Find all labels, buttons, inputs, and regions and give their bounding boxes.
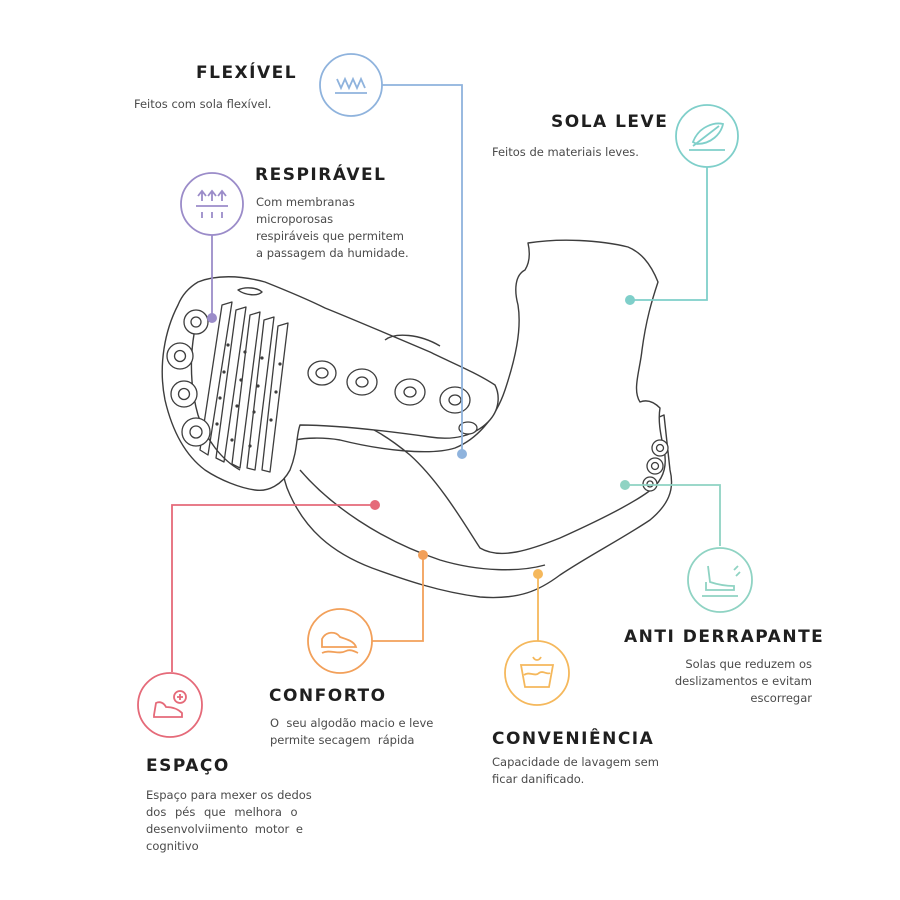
anchor-dots [207,295,635,579]
conforto-line-1: O seu algodão macio e leve [270,716,434,730]
respiravel-line-4: a passagem da humidade. [256,246,409,260]
sole-dots [215,343,282,448]
wave-lines-icon [319,53,383,117]
washing-basin-icon [504,640,570,706]
rear-cuff-edge [384,334,441,347]
feather-icon [675,104,739,168]
sola-leve-line [630,166,708,301]
anti-derrapante-line [625,484,721,546]
flexivel-line-1: Feitos com sola flexível. [134,97,272,111]
espaco-line [171,504,375,672]
conforto-title: CONFORTO [269,686,387,706]
sole-slot [237,287,263,296]
conforto-line [372,555,424,642]
flexivel-title: FLEXÍVEL [196,63,298,83]
up-arrows-icon [180,172,244,236]
front-sock-body [293,239,666,555]
sola-leve-description: Feitos de materiais leves. [492,144,639,161]
conveniencia-title: CONVENIÊNCIA [492,729,655,749]
conveniencia-description: Capacidade de lavagem sem ficar danifica… [492,754,659,788]
back-sock-sole [161,276,499,492]
respiravel-line-2: microporosas [256,212,334,226]
slipping-foot-icon [687,547,753,613]
respiravel-title: RESPIRÁVEL [255,165,387,185]
anti-derrapante-line-2: deslizamentos e evitam [674,674,812,688]
conveniencia-line-1: Capacidade de lavagem sem [492,755,659,769]
anti-derrapante-line-1: Solas que reduzem os [685,657,812,671]
leader-lines [171,84,721,672]
espaco-line-3: desenvolviimento motor e [146,822,303,836]
anti-derrapante-description: Solas que reduzem os deslizamentos e evi… [675,656,812,707]
grip-stripes [199,301,289,473]
espaco-line-2: dos pés que melhora o [146,805,298,819]
espaco-title: ESPAÇO [146,756,230,776]
anti-derrapante-line-3: escorregar [750,691,812,705]
foot-plus-icon [137,672,203,738]
anti-derrapante-title: ANTI DERRAPANTE [624,627,825,647]
flexivel-line [382,84,463,454]
espaco-description: Espaço para mexer os dedos dos pés que m… [146,787,346,855]
respiravel-line-3: respiráveis que permitem [256,229,404,243]
conforto-description: O seu algodão macio e leve permite secag… [270,715,433,749]
espaco-line-1: Espaço para mexer os dedos [146,788,312,802]
espaco-line-4: cognitivo [146,839,199,853]
conveniencia-line-2: ficar danificado. [492,772,585,786]
front-sole-line [299,469,546,571]
back-sole-rim [190,309,241,471]
respiravel-description: Com membranas microporosas respiráveis q… [256,194,409,262]
flexivel-description: Feitos com sola flexível. [134,96,271,113]
respiravel-line-1: Com membranas [256,195,355,209]
conforto-line-2: permite secagem rápida [270,733,415,747]
sola-leve-title: SOLA LEVE [551,112,669,132]
sola-leve-line-1: Feitos de materiais leves. [492,145,639,159]
cushioned-shoe-icon [307,608,373,674]
shoe-illustration [161,239,673,599]
